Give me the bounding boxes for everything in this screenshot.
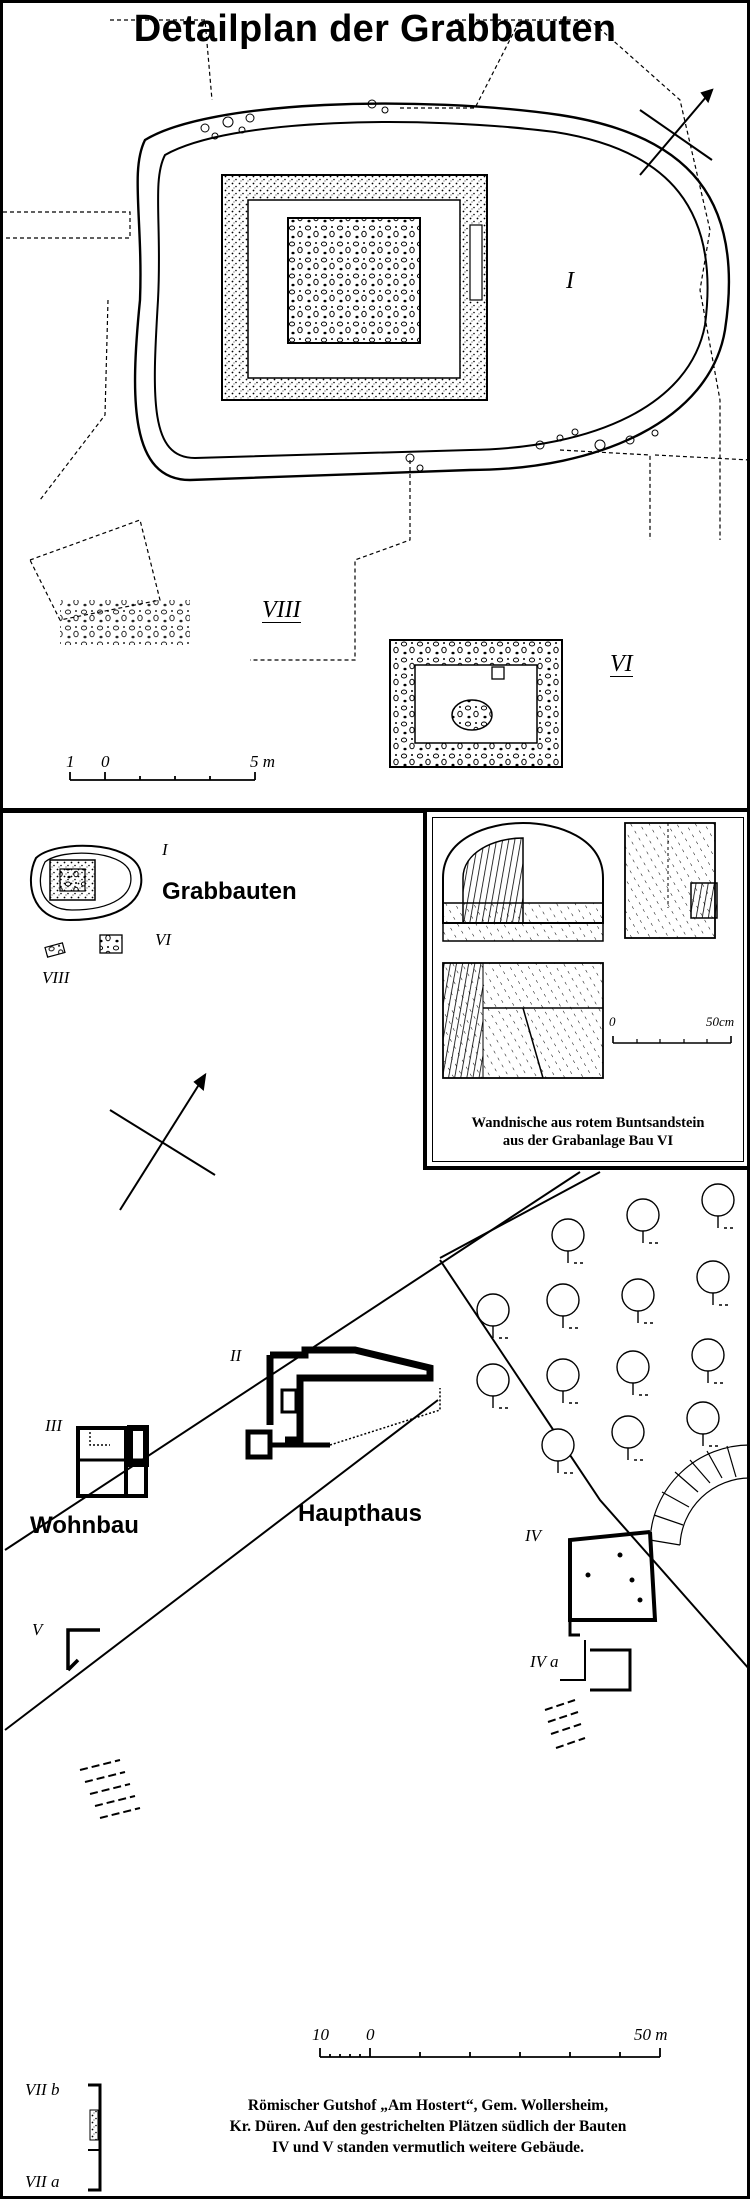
bau-VII (88, 2083, 102, 2192)
inset-caption-line1: Wandnische aus rotem Buntsandstein (471, 1115, 705, 1131)
inset-scale-50cm: 50cm (706, 1014, 735, 1029)
inset-wall-niche: 0 50cm Wandnische aus rotem Buntsandstei… (423, 812, 747, 1170)
road (4, 1171, 750, 1731)
label-bau-IV: IV (525, 1526, 542, 1545)
survey-lines-top (3, 19, 750, 661)
scale-top-5m: 5 m (250, 752, 276, 771)
inset-caption-line2: aus der Grabanlage Bau VI (502, 1133, 674, 1149)
bau-III-wohnbau (76, 1425, 149, 1498)
label-grabbauten: Grabbauten (162, 878, 297, 905)
bau-I-inner-wall (153, 121, 709, 460)
label-bau-III: III (45, 1416, 62, 1435)
mini-label-VIII: VIII (42, 968, 70, 987)
label-bau-IVa: IV a (530, 1652, 559, 1671)
caption-line2: Kr. Düren. Auf den gestrichelten Plätzen… (229, 2118, 627, 2135)
scale-overview-50m: 50 m (634, 2025, 668, 2044)
north-arrow-top (639, 88, 714, 176)
label-bau-II: II (230, 1346, 242, 1365)
scale-bar-top (69, 772, 256, 781)
inset-caption: Wandnische aus rotem Buntsandstein aus d… (433, 1114, 743, 1150)
label-haupthaus: Haupthaus (298, 1500, 423, 1527)
mini-grave-plan (29, 844, 143, 958)
bau-IV (560, 1530, 658, 1692)
caption-line3: IV und V standen vermutlich weitere Gebä… (272, 2139, 584, 2156)
label-bau-VIII: VIII (262, 597, 301, 623)
bau-I-outer-wall (133, 102, 731, 482)
mini-label-I: I (162, 840, 168, 859)
inset-frame: 0 50cm Wandnische aus rotem Buntsandstei… (432, 817, 744, 1162)
north-arrow-overview (109, 1072, 216, 1211)
inset-scale-0: 0 (609, 1014, 616, 1029)
radial-hedge (649, 1444, 750, 1546)
page-title: Detailplan der Grabbauten (133, 8, 617, 50)
label-wohnbau: Wohnbau (30, 1512, 139, 1539)
label-bau-VIIb: VII b (25, 2080, 60, 2099)
bau-II-haupthaus (245, 1346, 441, 1460)
caption-line1: Römischer Gutshof „Am Hostert“, Gem. Wol… (247, 2097, 609, 2114)
inset-drawing (442, 821, 732, 1079)
map-caption: Römischer Gutshof „Am Hostert“, Gem. Wol… (118, 2095, 738, 2158)
label-bau-I: I (566, 268, 574, 294)
scale-overview-0: 0 (366, 2025, 375, 2044)
orchard-trees (476, 1183, 736, 1474)
scale-overview-10: 10 (312, 2025, 329, 2044)
label-bau-VIIa: VII a (25, 2172, 60, 2191)
bau-V (66, 1628, 100, 1672)
scale-top-0: 0 (101, 752, 110, 771)
dashed-areas (79, 1699, 586, 1819)
bau-I-core (287, 217, 421, 344)
bau-VIII-scatter (60, 600, 190, 645)
bau-I-rubble (200, 99, 659, 472)
scale-bar-overview (319, 2048, 661, 2058)
scale-top-1: 1 (66, 752, 75, 771)
bau-VI-niche (451, 699, 493, 731)
section-divider (0, 808, 750, 813)
label-bau-VI: VI (610, 651, 633, 677)
label-bau-V: V (32, 1620, 43, 1639)
mini-label-VI: VI (155, 930, 172, 949)
